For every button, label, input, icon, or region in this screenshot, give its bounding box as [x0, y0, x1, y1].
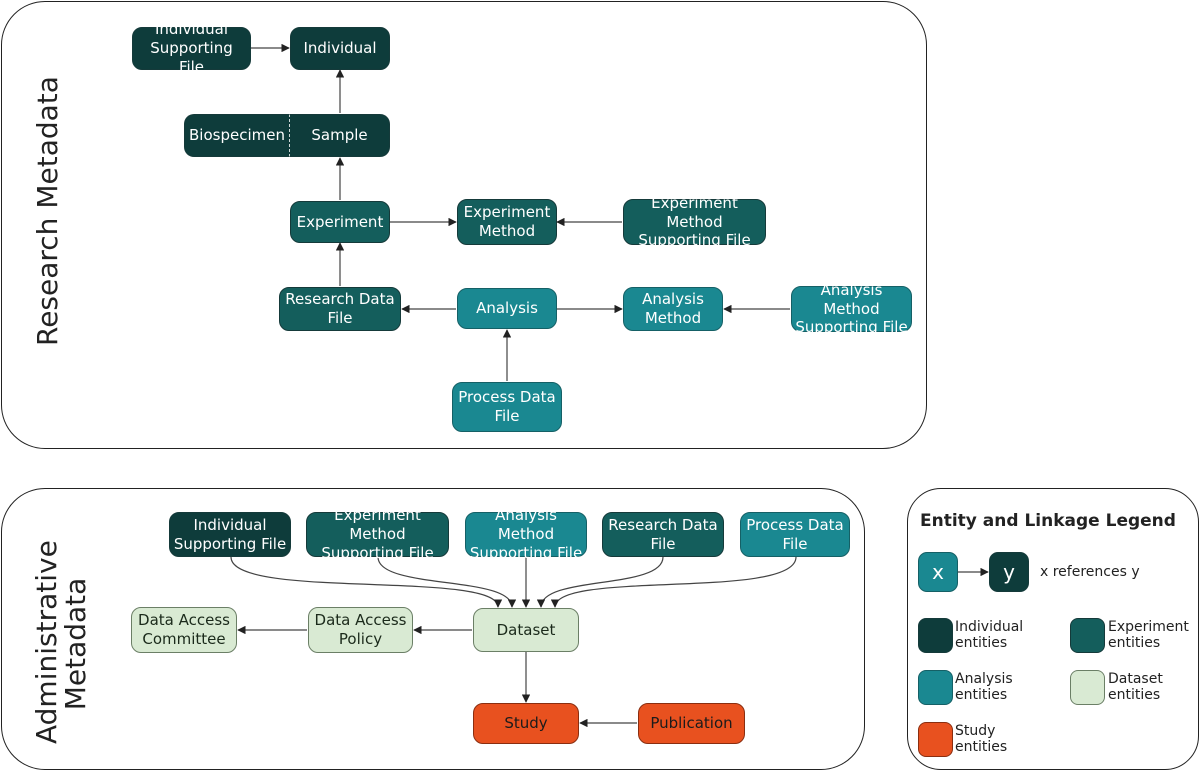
node-experiment: Experiment [290, 201, 390, 243]
node-biospecimen: Biospecimen [184, 114, 290, 157]
legend-x-box: x [918, 552, 958, 592]
node-dataset: Dataset [473, 608, 579, 652]
legend-swatch-study [918, 722, 953, 757]
node-publication: Publication [638, 703, 745, 744]
node-individual: Individual [290, 27, 390, 70]
link-a-pdf-dataset [550, 556, 797, 608]
node-study: Study [473, 703, 579, 744]
link-a-rdf-dataset [536, 556, 664, 608]
link-a-indsf-dataset [230, 556, 503, 608]
legend-swatch-analysis [918, 670, 953, 705]
legend-y-box: y [989, 552, 1029, 592]
link-a-emsf-dataset [377, 556, 517, 608]
node-sample: Sample [290, 114, 390, 157]
legend-swatch-individual [918, 618, 953, 653]
node-analysis: Analysis [457, 288, 557, 329]
legend-swatch-experiment [1070, 618, 1105, 653]
legend-title: Entity and Linkage Legend [920, 511, 1176, 531]
legend-reference-text: x references y [1040, 564, 1140, 580]
legend-panel [907, 488, 1199, 770]
legend-swatch-dataset [1070, 670, 1105, 705]
